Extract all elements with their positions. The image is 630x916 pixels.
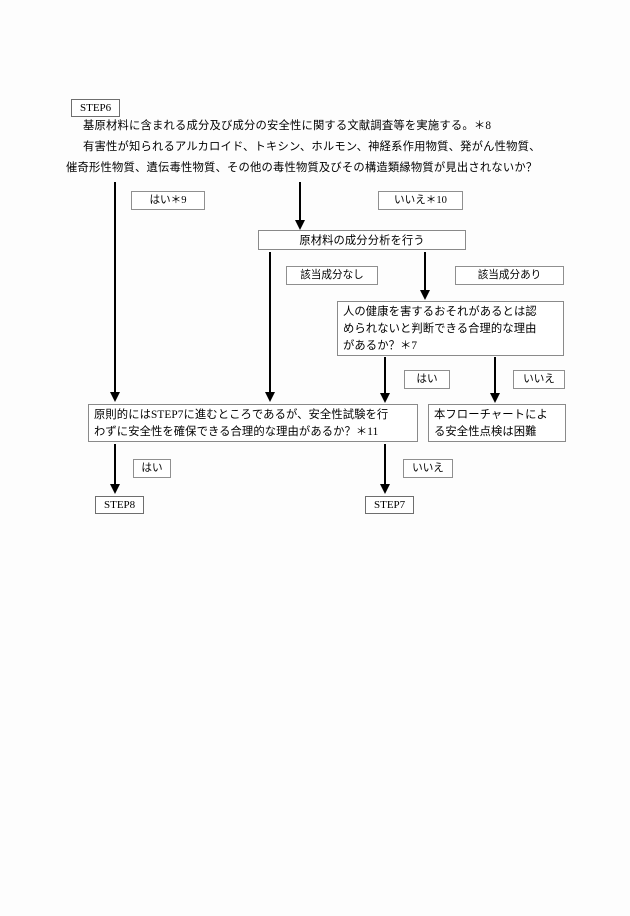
- node-difficult: 本フローチャートによ る安全性点検は困難: [428, 404, 566, 442]
- edge-label-yes-bottom: はい: [133, 459, 171, 478]
- header-line-2: 有害性が知られるアルカロイド、トキシン、ホルモン、神経系作用物質、発がん性物質、: [83, 141, 541, 153]
- difficult-line-2: る安全性点検は困難: [434, 426, 537, 438]
- node-analysis: 原材料の成分分析を行う: [258, 230, 466, 250]
- arrow-no-match-to-principle: [265, 252, 275, 402]
- header-line-1: 基原材料に含まれる成分及び成分の安全性に関する文献調査等を実施する。＊8: [83, 120, 492, 132]
- judgement-line-1: 人の健康を害するおそれがあるとは認: [343, 306, 537, 318]
- arrow-principle-no-to-step7: [380, 444, 390, 494]
- arrow-no10-to-analysis: [295, 182, 305, 230]
- step8-tag: STEP8: [95, 496, 145, 514]
- step6-tag: STEP6: [71, 99, 121, 117]
- principle-line-2: わずに安全性を確保できる合理的な理由があるか？＊11: [94, 426, 379, 438]
- arrow-principle-yes-to-step8: [110, 444, 120, 494]
- step7-tag: STEP7: [365, 496, 415, 514]
- judgement-line-2: められないと判断できる合理的な理由: [343, 323, 537, 335]
- arrow-yes9-to-principle: [110, 182, 120, 402]
- arrow-judgement-no-to-difficult: [490, 357, 500, 403]
- edge-label-match: 該当成分あり: [455, 266, 564, 285]
- node-principle: 原則的にはSTEP7に進むところであるが、安全性試験を行 わずに安全性を確保でき…: [88, 404, 418, 442]
- judgement-line-3: があるか？＊7: [343, 340, 418, 352]
- node-judgement: 人の健康を害するおそれがあるとは認 められないと判断できる合理的な理由 があるか…: [337, 301, 564, 356]
- edge-label-no-mid: いいえ: [513, 370, 565, 389]
- principle-line-1: 原則的にはSTEP7に進むところであるが、安全性試験を行: [94, 409, 389, 421]
- arrow-judgement-yes-to-principle: [380, 357, 390, 403]
- edge-label-yes-mid: はい: [404, 370, 450, 389]
- difficult-line-1: 本フローチャートによ: [434, 409, 548, 421]
- edge-label-yes-9: はい＊9: [131, 191, 205, 210]
- arrow-match-to-judgement: [420, 252, 430, 300]
- edge-label-no-bottom: いいえ: [403, 459, 453, 478]
- header-line-3: 催奇形性物質、遺伝毒性物質、その他の毒性物質及びその構造類縁物質が見出されないか…: [66, 162, 538, 174]
- edge-label-no-match: 該当成分なし: [286, 266, 378, 285]
- edge-label-no-10: いいえ＊10: [378, 191, 463, 210]
